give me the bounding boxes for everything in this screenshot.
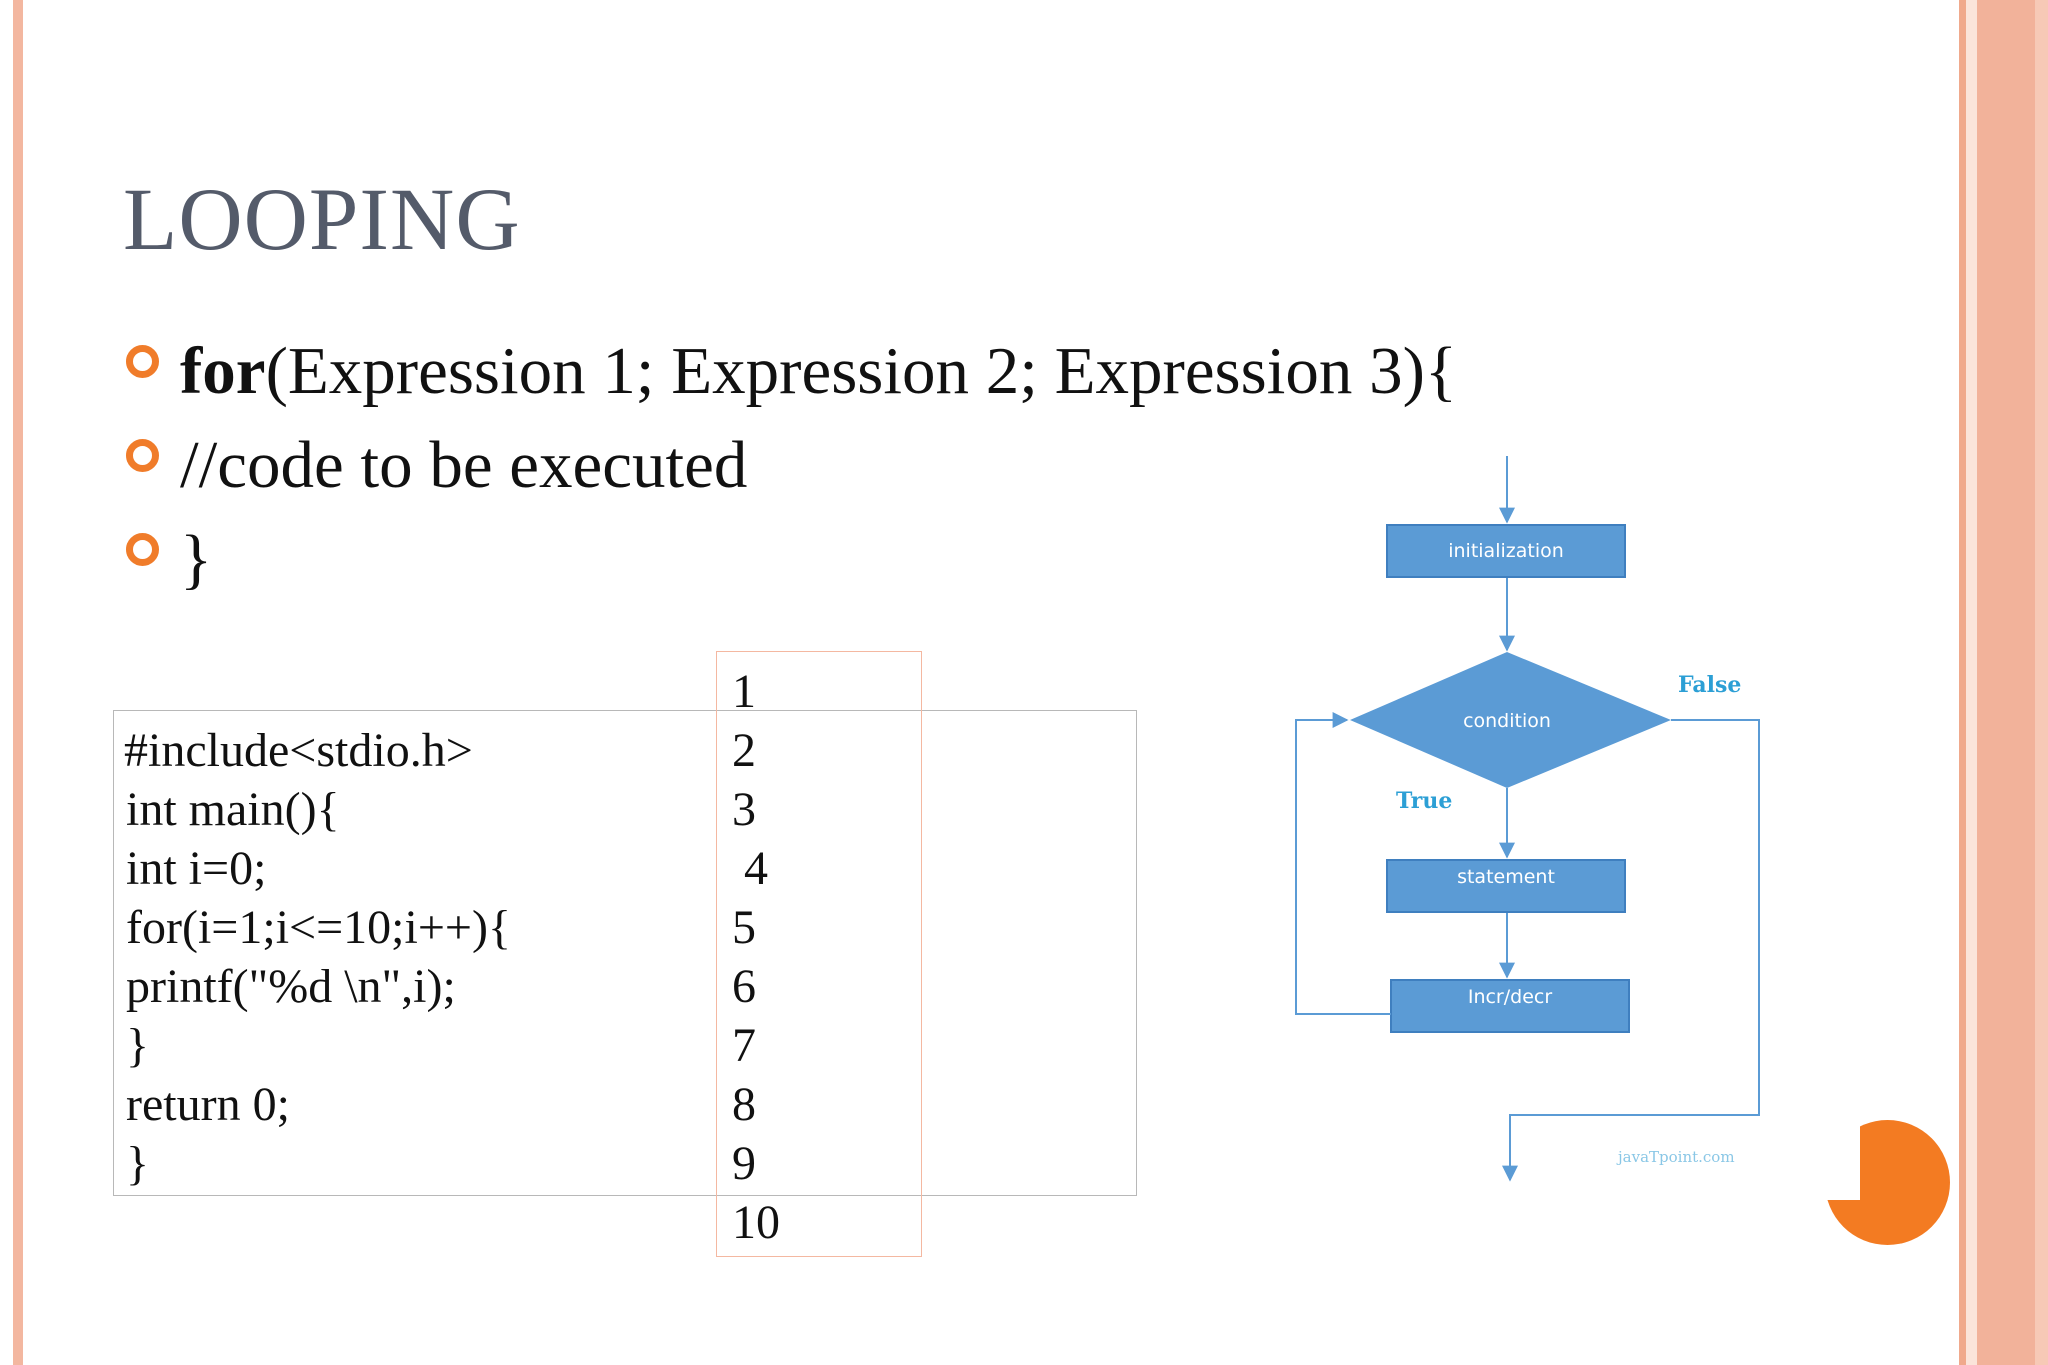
output-value: 6 (732, 960, 756, 1013)
output-value: 5 (732, 901, 756, 954)
code-line: int i=0; (126, 842, 267, 895)
bullet-text: (Expression 1; Expression 2; Expression … (265, 334, 1458, 408)
output-value: 9 (732, 1137, 756, 1190)
output-value: 2 (732, 724, 756, 777)
bullet-for-syntax: for(Expression 1; Expression 2; Expressi… (180, 338, 1457, 405)
right-edge-stripe (2035, 0, 2048, 1365)
bullet-icon (126, 345, 159, 378)
code-line: } (126, 1137, 150, 1190)
output-value: 1 (732, 665, 756, 718)
left-accent-stripe (13, 0, 23, 1365)
output-value: 7 (732, 1019, 756, 1072)
bullet-keyword: for (180, 334, 266, 408)
code-line: } (126, 1019, 150, 1072)
false-exit-arrow (1502, 719, 1760, 1182)
statement-box (1386, 859, 1626, 913)
code-line: return 0; (126, 1078, 290, 1131)
code-line: printf("%d \n",i); (126, 960, 456, 1013)
output-value: 3 (732, 783, 756, 836)
bullet-icon (126, 533, 159, 566)
true-branch-label: True (1396, 788, 1453, 814)
initialization-box (1386, 524, 1626, 578)
condition-label: condition (1463, 710, 1551, 732)
for-loop-flowchart: initialization condition statement Incr/… (1260, 440, 1860, 1200)
bullet-code-comment: //code to be executed (180, 428, 748, 502)
output-box (716, 651, 922, 1257)
output-value: 4 (732, 842, 768, 895)
bullet-icon (126, 439, 159, 472)
incr-decr-label: Incr/decr (1467, 986, 1553, 1008)
flowchart-canvas (1295, 456, 1760, 1182)
code-line: int main(){ (126, 783, 340, 836)
initialization-label: initialization (1448, 540, 1564, 562)
javatpoint-watermark: javaTpoint.com (1618, 1148, 1735, 1166)
right-accent-line (1959, 0, 1966, 1365)
incr-decr-box (1390, 979, 1630, 1033)
statement-label: statement (1457, 866, 1555, 888)
loop-back-arrow (1295, 712, 1391, 1015)
code-example-box (113, 710, 1137, 1196)
output-value: 10 (732, 1196, 780, 1249)
condition-diamond (1350, 652, 1671, 788)
output-value: 8 (732, 1078, 756, 1131)
false-branch-label: False (1678, 672, 1742, 698)
slide-title: LOOPING (123, 171, 521, 269)
code-line: #include<stdio.h> (124, 724, 473, 777)
code-line: for(i=1;i<=10;i++){ (126, 901, 512, 954)
bullet-closing-brace: } (180, 522, 213, 596)
